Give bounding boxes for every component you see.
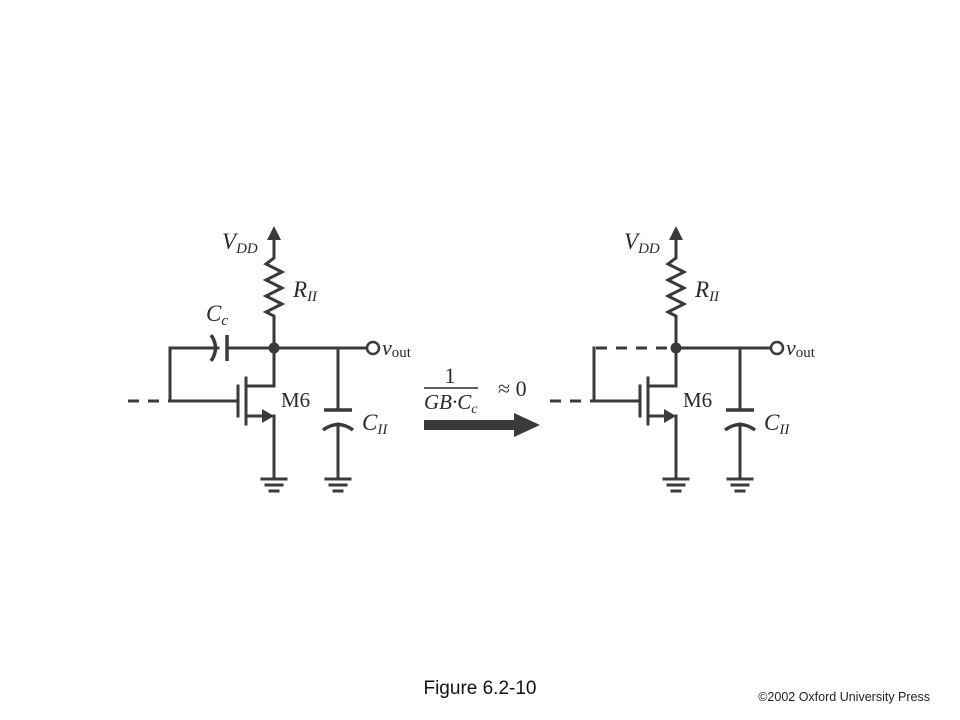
vout-label-right: vout (786, 335, 816, 361)
transform-expression: 1 GB·Cc ≈ 0 (424, 363, 540, 437)
left-circuit: VDD RII Cc vout M6 CII (128, 226, 412, 493)
vdd-label-left: VDD (222, 229, 258, 257)
vdd-label-right: VDD (624, 229, 660, 257)
transform-arrow-head (514, 413, 540, 437)
fraction-numerator: 1 (445, 363, 456, 388)
m6-source-arrow-right (664, 409, 676, 423)
resistor-rii-left (262, 250, 286, 350)
rii-label-left: RII (292, 277, 318, 305)
vout-terminal-right (769, 340, 785, 356)
transform-arrow-shaft (424, 420, 518, 430)
resistor-rii-right (664, 250, 688, 350)
rii-label-right: RII (694, 277, 720, 305)
right-circuit: VDD RII vout M6 CII (550, 226, 816, 493)
cc-label-left: Cc (206, 301, 228, 329)
cii-label-left: CII (362, 410, 388, 438)
m6-label-left: M6 (281, 388, 310, 412)
cii-label-right: CII (764, 410, 790, 438)
vout-label-left: vout (382, 335, 412, 361)
vdd-arrow-right (669, 226, 683, 240)
fraction-denominator: GB·Cc (424, 390, 478, 417)
m6-source-arrow-left (262, 409, 274, 423)
vout-terminal-left (365, 340, 381, 356)
figure-caption: Figure 6.2-10 (423, 678, 537, 699)
copyright-notice: ©2002 Oxford University Press (758, 690, 930, 704)
vdd-arrow-left (267, 226, 281, 240)
m6-label-right: M6 (683, 388, 712, 412)
approx-zero: ≈ 0 (498, 376, 527, 401)
